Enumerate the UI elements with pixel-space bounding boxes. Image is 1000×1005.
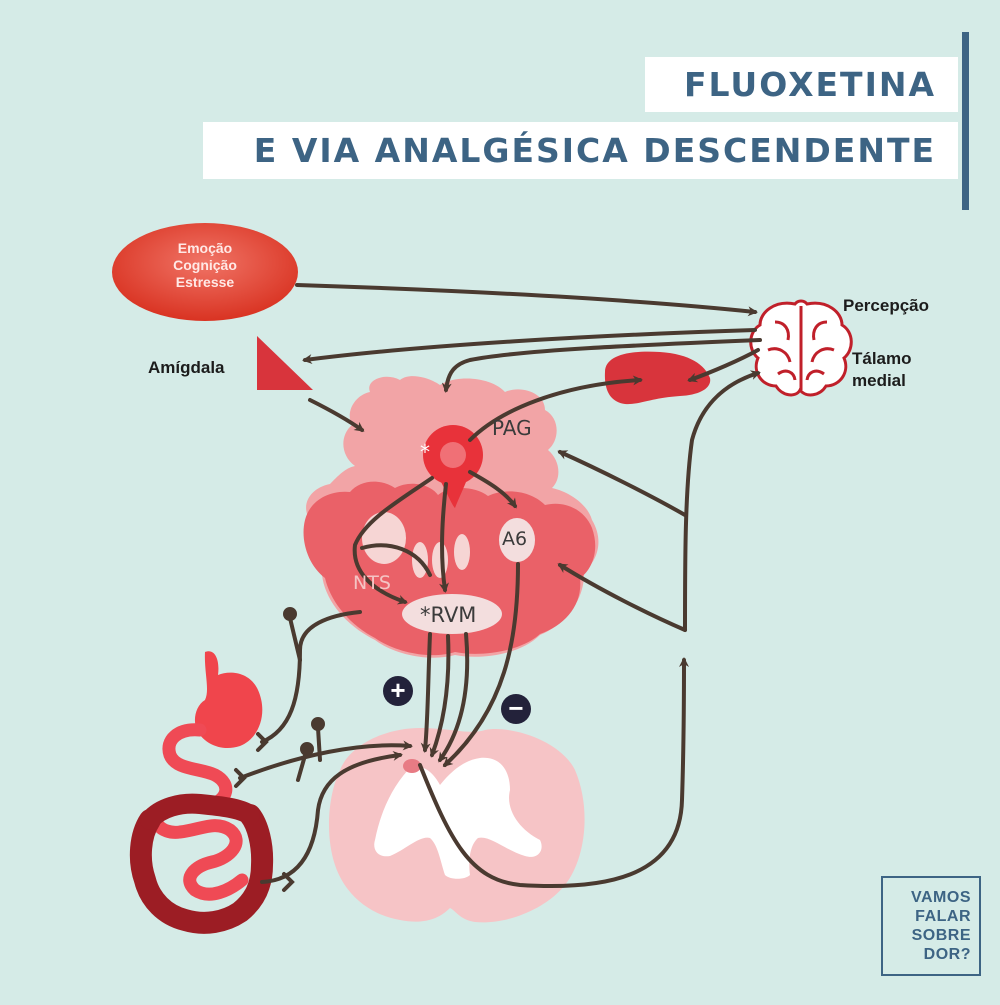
logo-line-4: DOR? [923,946,971,963]
emotion-labels: Emoção Cognição Estresse [112,240,298,291]
label-talamo-2: medial [852,371,906,390]
label-talamo-medial: Tálamo medial [852,348,912,392]
label-pag: PAG [492,416,532,440]
logo-line-1: VAMOS [911,889,971,906]
brain-icon [749,299,853,397]
title-line-1-text: FLUOXETINA [684,65,936,104]
a6-node [499,518,535,562]
spinal-cord-icon [328,728,585,923]
pathway-arrows [234,283,762,892]
plus-sign-icon: + [383,676,413,706]
label-percepcao: Percepção [843,296,929,315]
title-line-2: E VIA ANALGÉSICA DESCENDENTE [203,122,958,179]
label-emocao: Emoção [177,240,233,256]
label-talamo-1: Tálamo [852,349,912,368]
title-line-2-text: E VIA ANALGÉSICA DESCENDENTE [253,131,936,170]
minus-sign-icon: − [501,694,531,724]
label-nts: NTS [353,572,391,594]
label-pag-star: * [420,440,430,464]
label-amigdala: Amígdala [148,358,225,377]
label-estresse: Estresse [175,274,235,290]
stomach-icon [194,651,263,749]
emotion-oval [112,223,298,321]
label-a6: A6 [502,528,528,550]
thalamus-icon [604,351,711,405]
logo-line-2: FALAR [915,908,971,925]
label-rvm: *RVM [420,603,477,627]
title-line-1: FLUOXETINA [645,57,958,112]
label-cognicao: Cognição [173,257,237,273]
title-accent-bar [962,32,969,210]
rvm-node [402,594,502,634]
logo-line-3: SOBRE [911,927,971,944]
brand-logo: VAMOS FALAR SOBRE DOR? [881,876,981,976]
amygdala-icon [257,336,313,390]
